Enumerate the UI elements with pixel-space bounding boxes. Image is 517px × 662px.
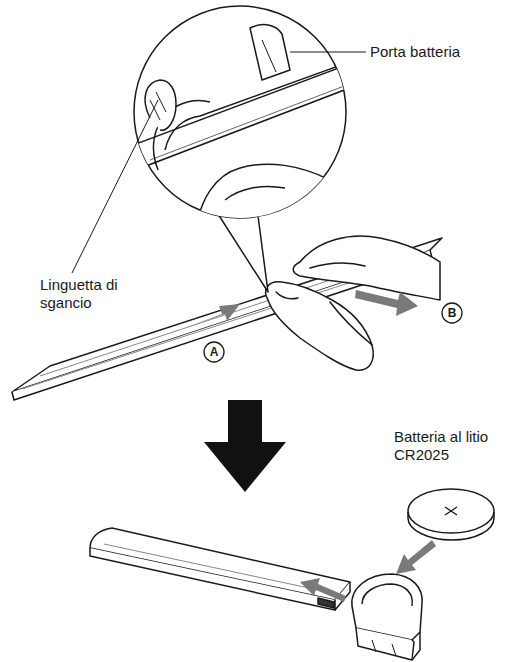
insert-arrow [396, 540, 436, 574]
leader-line [72, 100, 158, 273]
hand [266, 236, 440, 370]
part-label: Linguetta di sgancio [40, 276, 140, 312]
battery-tray [352, 574, 422, 660]
battery-tray [362, 584, 412, 606]
coin-battery [408, 489, 494, 540]
insert-arrow [300, 540, 436, 602]
detail-magnifier [150, 80, 360, 160]
detail-magnifier [120, 60, 360, 176]
detail-magnifier [150, 92, 166, 120]
callout-circle [442, 303, 462, 323]
remote-control [90, 528, 350, 610]
remote-control [318, 598, 334, 608]
callout-circle [204, 342, 224, 362]
remote-control [90, 548, 335, 610]
remote-control [22, 265, 404, 389]
detail-magnifier [145, 80, 176, 130]
coin-battery [408, 489, 494, 533]
hand [310, 263, 365, 268]
step-arrow [204, 400, 286, 492]
leader-line [72, 52, 366, 273]
motion-arrow [355, 290, 418, 316]
battery-tray [412, 632, 420, 660]
battery-tray [356, 628, 414, 660]
detail-magnifier [120, 6, 360, 292]
part-label: Batteria al litio CR2025 [394, 428, 512, 464]
detail-magnifier [120, 25, 360, 230]
callout-circle [204, 303, 462, 362]
detail-magnifier [225, 187, 285, 201]
callout-letter: B [443, 304, 461, 322]
hand [276, 292, 298, 299]
coin-battery [445, 507, 457, 515]
remote-control [104, 544, 332, 593]
hand [293, 236, 440, 300]
hand [330, 302, 372, 345]
motion-arrow [185, 304, 240, 328]
part-label: Porta batteria [370, 43, 500, 61]
callout-letter: A [205, 343, 223, 361]
detail-magnifier [196, 164, 350, 230]
detail-magnifier [262, 40, 276, 72]
motion-arrow [185, 290, 418, 328]
insert-arrow [300, 578, 346, 602]
battery-tray [372, 640, 396, 656]
detail-magnifier [250, 25, 290, 80]
leader-line [290, 52, 366, 53]
detail-magnifier [218, 214, 268, 292]
